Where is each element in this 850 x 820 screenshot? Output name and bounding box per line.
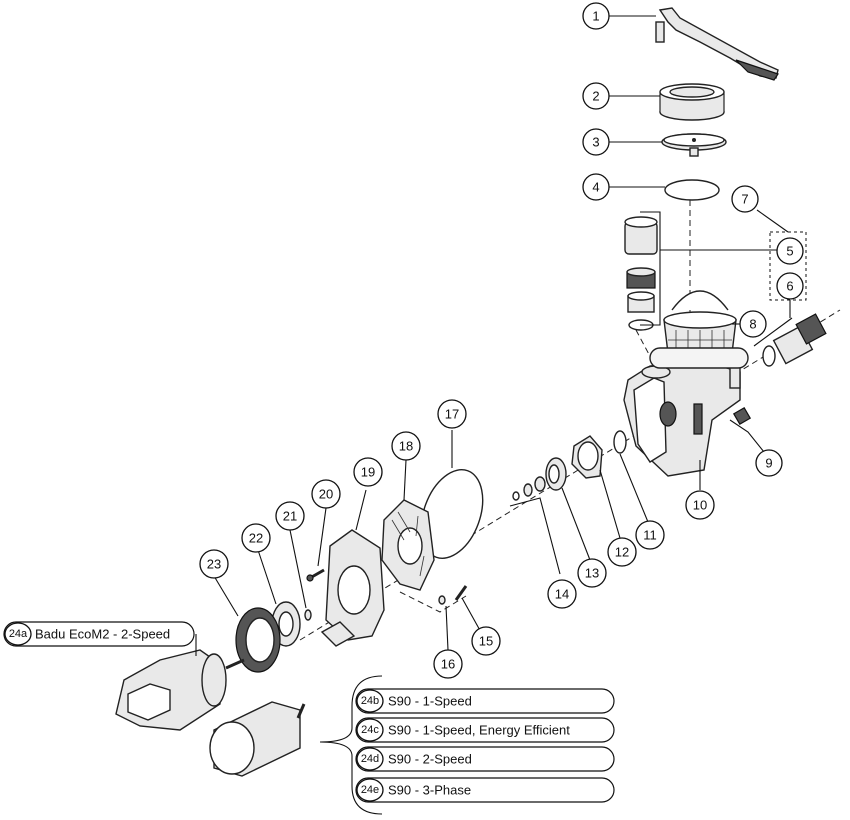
handle-part bbox=[655, 7, 779, 81]
motor-24d-label: 24d S90 - 2-Speed bbox=[355, 746, 615, 772]
svg-text:12: 12 bbox=[615, 545, 629, 560]
union-kit-part bbox=[624, 216, 658, 331]
cover-ring-part bbox=[235, 607, 281, 673]
svg-text:2: 2 bbox=[592, 89, 599, 104]
motor-24a-label: 24a Badu EcoM2 - 2-Speed bbox=[3, 621, 195, 647]
callout-23: 23 bbox=[199, 549, 229, 579]
housing-o-ring bbox=[420, 469, 484, 559]
callout-20: 20 bbox=[311, 479, 341, 509]
callout-7: 7 bbox=[731, 185, 759, 213]
union-axis bbox=[635, 329, 653, 361]
handle-tab bbox=[655, 21, 665, 43]
svg-text:4: 4 bbox=[592, 180, 599, 195]
svg-text:10: 10 bbox=[693, 498, 707, 513]
motor-brace bbox=[319, 675, 383, 815]
svg-text:24e: 24e bbox=[361, 784, 379, 796]
union-part bbox=[753, 313, 827, 367]
motor-24a-image bbox=[115, 649, 245, 731]
seal-o-ring bbox=[613, 430, 627, 454]
svg-text:1: 1 bbox=[592, 9, 599, 24]
lid-part bbox=[661, 133, 727, 157]
callout-21: 21 bbox=[275, 501, 305, 531]
callout-12: 12 bbox=[607, 537, 637, 567]
callout-19: 19 bbox=[353, 457, 383, 487]
svg-text:21: 21 bbox=[283, 509, 297, 524]
svg-text:9: 9 bbox=[765, 456, 772, 471]
shaft-seal-part bbox=[509, 476, 561, 575]
svg-text:Badu EcoM2 - 2-Speed: Badu EcoM2 - 2-Speed bbox=[35, 627, 170, 642]
svg-text:11: 11 bbox=[643, 528, 657, 543]
svg-text:7: 7 bbox=[741, 192, 748, 207]
svg-text:19: 19 bbox=[361, 465, 375, 480]
washer-21-part bbox=[304, 609, 312, 621]
motor-24c-label: 24c S90 - 1-Speed, Energy Efficient bbox=[355, 717, 615, 743]
callout-2: 2 bbox=[582, 82, 660, 110]
lid-o-ring bbox=[664, 179, 720, 201]
callout-1: 1 bbox=[582, 2, 656, 30]
pump-housing-part bbox=[623, 347, 749, 477]
callout-22: 22 bbox=[241, 523, 271, 553]
callout-13: 13 bbox=[577, 558, 607, 588]
drain-plug-part bbox=[729, 406, 765, 453]
svg-text:17: 17 bbox=[445, 407, 459, 422]
callout-3: 3 bbox=[582, 128, 662, 156]
callout-16: 16 bbox=[433, 649, 463, 679]
callout-5: 5 bbox=[776, 237, 804, 265]
bracket-5 bbox=[640, 211, 661, 326]
motor-24b-label: 24b S90 - 1-Speed bbox=[355, 688, 615, 714]
svg-text:16: 16 bbox=[441, 657, 455, 672]
svg-text:22: 22 bbox=[249, 531, 263, 546]
callout-6: 6 bbox=[776, 272, 804, 300]
svg-text:24a: 24a bbox=[9, 628, 28, 640]
screw-20-part bbox=[306, 568, 325, 582]
callout-14: 14 bbox=[547, 579, 577, 609]
washer-16-part bbox=[438, 595, 446, 605]
lid-ring-part bbox=[659, 83, 725, 121]
bolt-15-part bbox=[454, 585, 468, 601]
svg-text:S90 - 2-Speed: S90 - 2-Speed bbox=[388, 752, 472, 767]
svg-text:18: 18 bbox=[399, 439, 413, 454]
seal-plate-part bbox=[381, 499, 435, 591]
motor-24e-label: 24e S90 - 3-Phase bbox=[355, 777, 615, 803]
svg-text:3: 3 bbox=[592, 135, 599, 150]
svg-text:5: 5 bbox=[786, 244, 793, 259]
svg-text:24b: 24b bbox=[361, 695, 379, 707]
svg-text:8: 8 bbox=[749, 317, 756, 332]
svg-text:6: 6 bbox=[786, 279, 793, 294]
svg-text:S90 - 1-Speed: S90 - 1-Speed bbox=[388, 694, 472, 709]
svg-text:14: 14 bbox=[555, 587, 569, 602]
diffuser-part bbox=[571, 435, 603, 479]
svg-text:24d: 24d bbox=[361, 753, 379, 765]
callout-17: 17 bbox=[437, 399, 467, 429]
callout-4: 4 bbox=[582, 173, 665, 201]
callout-10: 10 bbox=[685, 490, 715, 520]
svg-text:S90 - 3-Phase: S90 - 3-Phase bbox=[388, 783, 471, 798]
motor-s90-image bbox=[209, 701, 306, 777]
svg-text:20: 20 bbox=[319, 487, 333, 502]
impeller-part bbox=[545, 457, 567, 491]
svg-text:24c: 24c bbox=[361, 724, 379, 736]
callout-11: 11 bbox=[635, 520, 665, 550]
motor-bracket-part bbox=[320, 529, 385, 647]
assembly-axis bbox=[299, 309, 841, 641]
svg-text:13: 13 bbox=[585, 566, 599, 581]
callout-9: 9 bbox=[755, 449, 783, 477]
svg-text:23: 23 bbox=[207, 557, 221, 572]
bolt-axis bbox=[399, 591, 467, 613]
callout-15: 15 bbox=[471, 626, 501, 656]
callout-8: 8 bbox=[739, 310, 767, 338]
svg-text:S90 - 1-Speed, Energy Efficien: S90 - 1-Speed, Energy Efficient bbox=[388, 723, 570, 738]
svg-text:15: 15 bbox=[479, 634, 493, 649]
callout-18: 18 bbox=[391, 431, 421, 461]
